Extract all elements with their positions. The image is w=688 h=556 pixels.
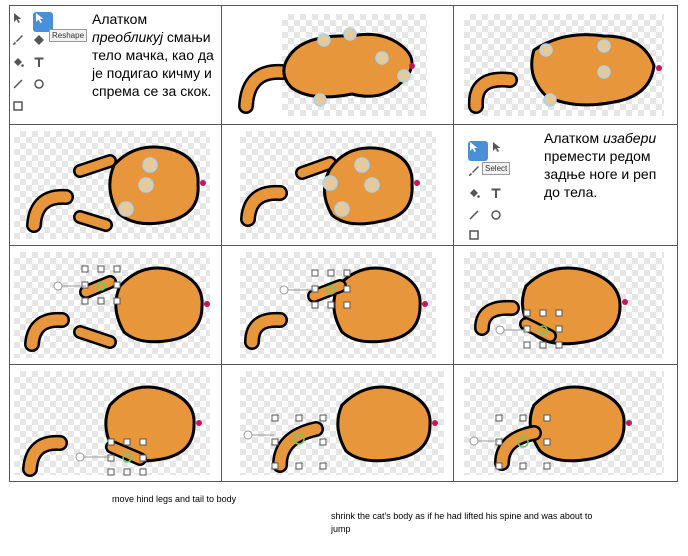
panel-1-instructions: Reshape Алатком преобли (10, 6, 222, 125)
cat-nose (200, 180, 206, 186)
cat-nose (626, 420, 632, 426)
rotate-handle (53, 281, 63, 291)
panel-8-canvas (222, 246, 454, 365)
selection-handles (81, 265, 121, 305)
line-tool-button[interactable] (12, 78, 32, 98)
brush-icon (469, 166, 479, 176)
reshape-tool-button[interactable] (490, 141, 510, 161)
arrow-select-icon (14, 13, 22, 23)
cat-nose (656, 65, 662, 71)
caption-move-legs: move hind legs and tail to body (112, 494, 237, 504)
cat-drawing (240, 146, 420, 227)
instruction-text-rest: смањи тело мачка, као да је подигао кичм… (92, 29, 214, 99)
paint-toolbar: Select (468, 133, 522, 243)
panel-4-canvas (10, 125, 222, 246)
cat-drawing (22, 385, 202, 477)
circle-tool-button[interactable] (490, 209, 510, 229)
instruction-text-select: Алатком изабери премести редом задње ног… (544, 129, 674, 201)
fill-icon (14, 58, 24, 67)
paint-toolbar: Reshape (10, 6, 88, 121)
fill-tool-button[interactable] (12, 56, 32, 76)
rotate-handle (243, 430, 253, 440)
circle-icon (491, 210, 501, 220)
line-icon (469, 210, 479, 220)
selection-handles (271, 414, 327, 470)
select-tooltip: Select (482, 162, 511, 175)
fill-tool-button[interactable] (468, 187, 488, 207)
cat-body (282, 32, 414, 99)
panel-5-canvas (222, 125, 454, 246)
panel-2-canvas (222, 6, 454, 125)
panel-12-canvas (454, 365, 678, 482)
cat-nose (196, 420, 202, 426)
selection-handles (495, 414, 551, 470)
reshape-tool-button[interactable] (33, 12, 53, 32)
fill-icon (470, 189, 480, 198)
cat-drawing (238, 27, 415, 114)
panel-10-canvas (10, 365, 222, 482)
text-tool-button[interactable] (490, 187, 510, 207)
cat-nose (204, 301, 210, 307)
eraser-icon (34, 35, 44, 45)
cat-nose (422, 301, 428, 307)
panel-7-canvas (10, 246, 222, 365)
cat-body (528, 385, 626, 463)
cat-drawing (474, 266, 628, 349)
cat-nose (622, 299, 628, 305)
cat-body (332, 266, 422, 344)
cat-nose (414, 180, 420, 186)
instruction-text-reshape: Алатком преобликуј смањи тело мачка, као… (92, 10, 220, 100)
rectangle-icon (469, 230, 479, 240)
circle-icon (34, 79, 44, 89)
cat-drawing (24, 265, 210, 352)
text-icon (491, 188, 501, 198)
rotate-handle (469, 436, 479, 446)
instruction-tool-name: преобликуј (92, 29, 164, 45)
instruction-text-start: Алатком (544, 130, 603, 146)
rectangle-tool-button[interactable] (468, 229, 488, 245)
panel-11-canvas (222, 365, 454, 482)
rectangle-tool-button[interactable] (12, 100, 32, 120)
instruction-text-rest: премести редом задње ноге и реп до тела. (544, 148, 657, 200)
selection-handles (311, 269, 351, 309)
line-icon (13, 79, 23, 89)
reshape-tooltip: Reshape (49, 29, 88, 42)
instruction-tool-name: изабери (602, 130, 657, 146)
selection-handles (107, 438, 147, 476)
select-tool-button[interactable] (12, 12, 32, 32)
arrow-select-icon (470, 142, 478, 152)
select-tool-button[interactable] (468, 141, 488, 161)
circle-tool-button[interactable] (33, 78, 53, 98)
rotate-handle (75, 452, 85, 462)
cat-drawing (243, 385, 438, 473)
text-tool-button[interactable] (33, 56, 53, 76)
brush-tool-button[interactable] (468, 165, 488, 185)
panel-3-canvas (454, 6, 678, 125)
panel-9-canvas (454, 246, 678, 365)
line-tool-button[interactable] (468, 209, 488, 229)
brush-tool-button[interactable] (12, 34, 32, 54)
panel-6-instructions: Select Алатком изабери премести редом за… (454, 125, 678, 246)
cat-body (336, 385, 432, 463)
rotate-handle (279, 285, 289, 295)
instruction-text-start: Алатком (92, 11, 148, 27)
cat-drawing (244, 266, 428, 350)
cat-body (114, 266, 204, 344)
cat-drawing (26, 145, 206, 233)
cat-nose (432, 420, 438, 426)
cat-nose (409, 63, 415, 69)
tutorial-grid: Reshape Алатком преобли (9, 5, 678, 482)
text-icon (34, 57, 44, 67)
cat-drawing (467, 33, 662, 114)
rectangle-icon (13, 101, 23, 111)
reshape-icon (36, 13, 44, 23)
caption-shrink-body: shrink the cat's body as if he had lifte… (331, 511, 593, 534)
cat-body (530, 33, 656, 107)
selection-handles (523, 309, 563, 349)
reshape-icon (493, 142, 501, 152)
eraser-tool-button[interactable] (33, 34, 53, 54)
rotate-handle (495, 325, 505, 335)
brush-icon (13, 35, 23, 45)
cat-drawing (469, 385, 632, 471)
